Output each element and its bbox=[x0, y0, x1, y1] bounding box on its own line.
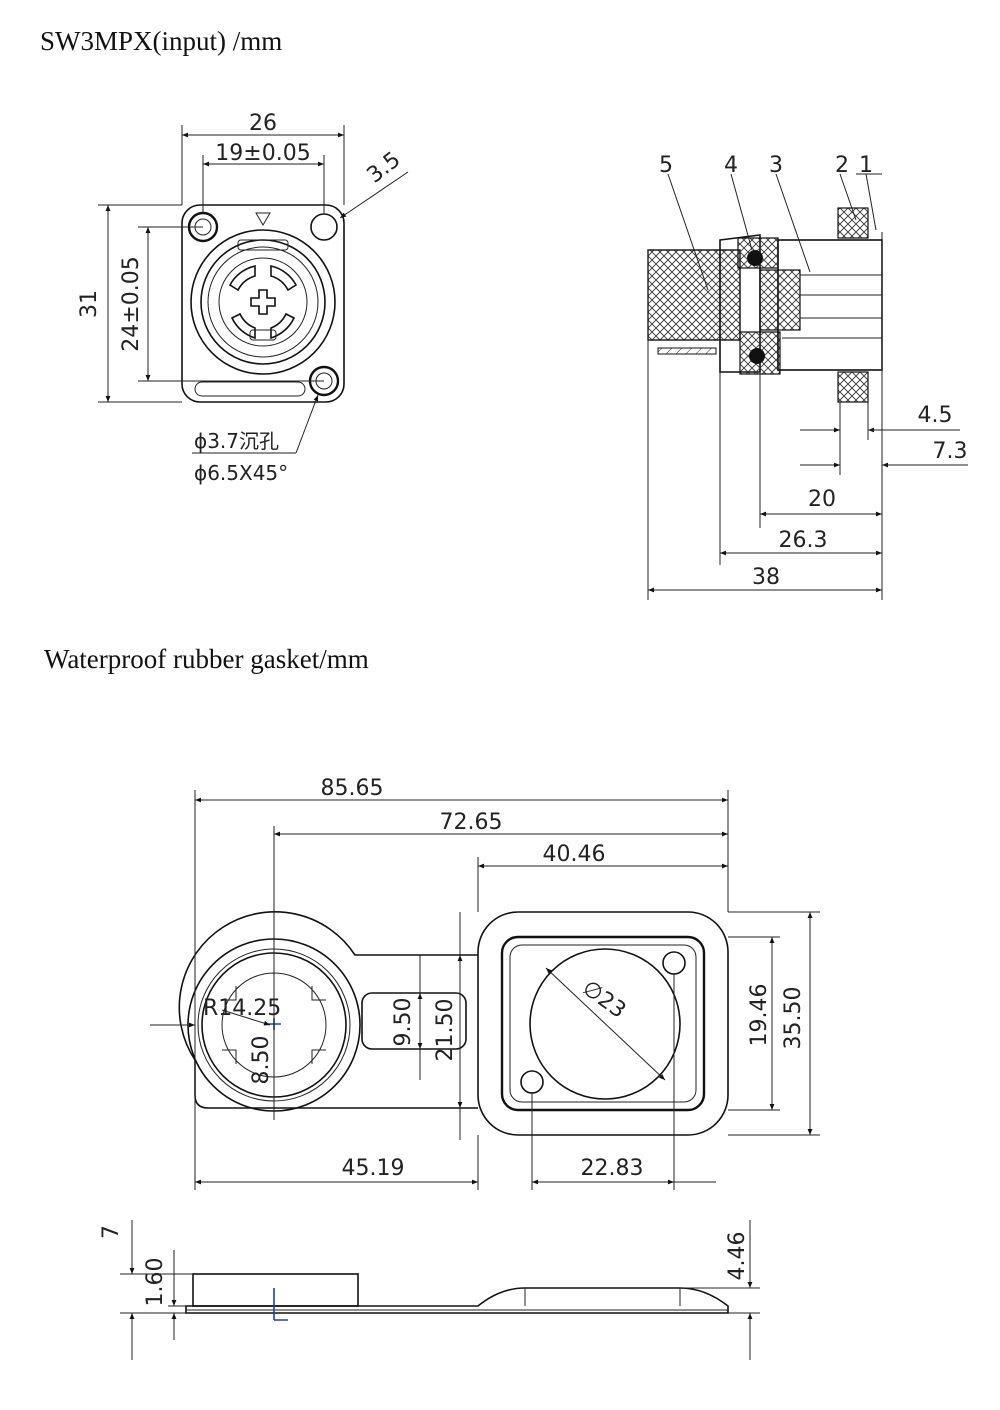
callout-3: 3 bbox=[769, 153, 783, 178]
callout-1: 1 bbox=[859, 153, 873, 178]
dim-40-46: 40.46 bbox=[543, 842, 606, 867]
dim-inner-height: 19.46 bbox=[747, 984, 772, 1047]
square-flange-inner bbox=[500, 935, 706, 1112]
dim-thick-4-46: 4.46 bbox=[725, 1232, 750, 1281]
dim-slot-height: 9.50 bbox=[391, 998, 416, 1047]
dim-thick-7: 7 bbox=[99, 1225, 124, 1239]
gasket-slot bbox=[361, 992, 467, 1050]
gasket-section-title: Waterproof rubber gasket/mm bbox=[44, 644, 369, 674]
dim-72-65: 72.65 bbox=[440, 810, 503, 835]
dim-countersink-1: ϕ3.7沉孔 bbox=[194, 429, 279, 453]
gasket-center-hole bbox=[529, 948, 681, 1100]
dim-neck-height: 21.50 bbox=[433, 999, 458, 1062]
dim-diameter: ∅23 bbox=[577, 976, 630, 1024]
orientation-triangle bbox=[255, 212, 271, 226]
dim-20: 20 bbox=[808, 487, 836, 512]
dim-countersink-2: ϕ6.5X45° bbox=[194, 461, 288, 485]
front-view: 26 19±0.05 3.5 31 24±0.05 ϕ3.7沉孔 ϕ6.5X45… bbox=[77, 111, 409, 485]
callout-4: 4 bbox=[724, 153, 738, 178]
dim-45-19: 45.19 bbox=[342, 1156, 405, 1181]
side-section-view: 5 4 3 2 1 4.5 7.3 20 26.3 38 bbox=[647, 153, 968, 600]
square-flange-outer bbox=[477, 911, 729, 1136]
dim-4-5: 4.5 bbox=[918, 403, 953, 428]
dim-38: 38 bbox=[752, 565, 780, 590]
label-slot bbox=[194, 381, 306, 397]
callout-2: 2 bbox=[835, 153, 849, 178]
dim-22-83: 22.83 bbox=[581, 1156, 644, 1181]
dim-hole-v-spacing: 24±0.05 bbox=[119, 256, 144, 351]
gasket-side-view: 7 1.60 4.46 bbox=[99, 1220, 760, 1360]
axis-marker bbox=[273, 1288, 288, 1321]
gasket-hole-top-right bbox=[662, 951, 686, 975]
dim-outer-height: 35.50 bbox=[781, 987, 806, 1050]
dim-7-3: 7.3 bbox=[933, 439, 968, 464]
dim-corner: 3.5 bbox=[363, 147, 406, 188]
socket-ring-outer bbox=[190, 229, 336, 375]
dim-width: 26 bbox=[249, 111, 277, 136]
callout-5: 5 bbox=[659, 153, 673, 178]
dim-thick-1-60: 1.60 bbox=[143, 1258, 168, 1307]
dim-radius: R14.25 bbox=[203, 996, 281, 1021]
cable-body bbox=[647, 249, 741, 341]
dim-85-65: 85.65 bbox=[321, 776, 384, 801]
gasket-top-view: 85.65 72.65 40.46 R14.25 8.50 9.50 21.50… bbox=[150, 776, 820, 1190]
gasket-profile-boss bbox=[192, 1273, 359, 1307]
connector-section-title: SW3MPX(input) /mm bbox=[40, 26, 283, 56]
mount-hole-top-right bbox=[310, 213, 338, 241]
gasket-profile-base bbox=[185, 1287, 729, 1314]
dim-r-small: 8.50 bbox=[249, 1036, 274, 1085]
center-cross bbox=[250, 289, 276, 315]
gasket-hole-bottom-left bbox=[520, 1070, 544, 1094]
flange-outline bbox=[181, 204, 345, 403]
dim-26-3: 26.3 bbox=[779, 528, 828, 553]
dim-hole-spacing: 19±0.05 bbox=[215, 141, 310, 166]
dim-height: 31 bbox=[77, 290, 102, 318]
